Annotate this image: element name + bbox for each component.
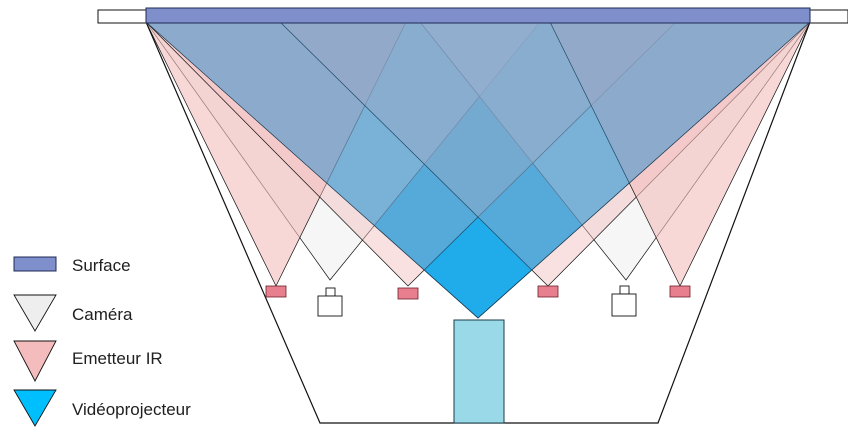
camera-lens: [619, 285, 630, 295]
surface-bar: [145, 7, 811, 24]
camera-body: [317, 295, 343, 317]
surface-swatch: [13, 256, 57, 272]
legend-label-surface: Surface: [72, 256, 131, 275]
surface-ledge-right: [809, 9, 848, 24]
legend-item-ir: Emetteur IR: [13, 340, 163, 382]
videoprojector-device: [453, 319, 505, 424]
ir-emitter-1: [265, 285, 287, 298]
legend-item-camera: Caméra: [13, 294, 133, 332]
table-surface: [97, 7, 848, 24]
legend: Surface Caméra Emetteur IR Vidéoprojecte…: [13, 256, 191, 427]
devices: [265, 285, 691, 424]
camera-device-right: [611, 285, 637, 317]
camera-triangle-icon: [13, 294, 57, 332]
surface-ledge-left: [97, 9, 147, 24]
ir-triangle-icon: [13, 340, 57, 382]
projector-triangle-icon: [13, 389, 57, 427]
ir-emitter-3: [537, 285, 559, 298]
legend-item-surface: Surface: [13, 256, 131, 275]
camera-lens: [325, 287, 336, 297]
camera-body: [611, 293, 637, 317]
ir-cones: [145, 21, 811, 287]
ir-emitter-4: [669, 285, 691, 298]
legend-label-ir: Emetteur IR: [72, 349, 163, 368]
ir-emitter-2: [397, 287, 419, 300]
camera-device-left: [317, 287, 343, 317]
legend-item-projector: Vidéoprojecteur: [13, 389, 191, 427]
legend-label-camera: Caméra: [72, 305, 133, 324]
legend-label-projector: Vidéoprojecteur: [72, 400, 191, 419]
